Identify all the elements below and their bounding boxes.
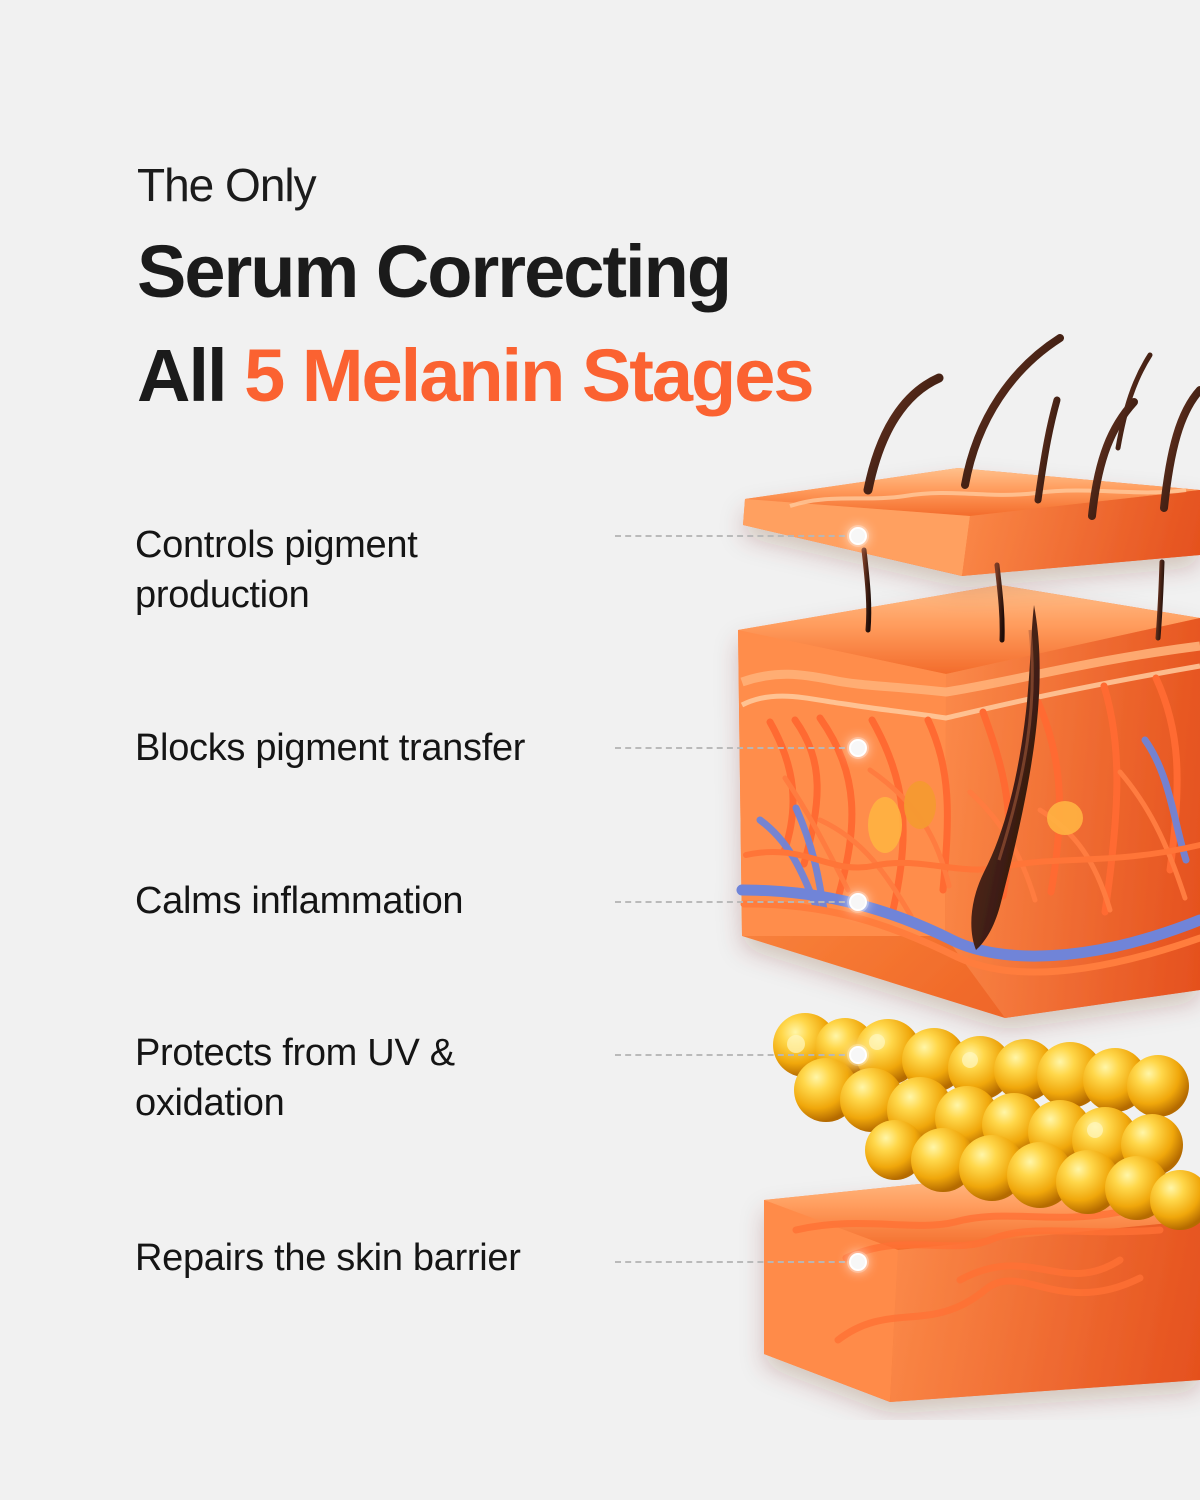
headline-line-1: Serum Correcting (137, 230, 732, 313)
callout-dot-icon (849, 1046, 867, 1064)
benefit-callout-2 (615, 738, 867, 758)
benefit-label-3: Calms inflammation (135, 880, 464, 922)
callout-dot-icon (849, 1253, 867, 1271)
benefit-callout-5 (615, 1252, 867, 1272)
benefit-callout-4 (615, 1045, 867, 1065)
callout-dashed-line (615, 535, 855, 537)
benefit-label-1: Controls pigment production (135, 524, 418, 616)
benefit-label-2: Blocks pigment transfer (135, 727, 526, 769)
headline-line-2-prefix: All (137, 334, 245, 417)
benefit-callout-1 (615, 526, 867, 546)
headline-line-2: All 5 Melanin Stages (137, 324, 897, 428)
benefit-label-4: Protects from UV & oxidation (135, 1032, 455, 1124)
callout-dashed-line (615, 901, 855, 903)
callout-dot-icon (849, 739, 867, 757)
callout-dot-icon (849, 893, 867, 911)
callout-dashed-line (615, 747, 855, 749)
headline-eyebrow: The Only (137, 159, 317, 211)
callout-dot-icon (849, 527, 867, 545)
benefit-callout-3 (615, 892, 867, 912)
callout-dashed-line (615, 1054, 855, 1056)
callout-dashed-line (615, 1261, 855, 1263)
benefit-label-5: Repairs the skin barrier (135, 1237, 521, 1279)
headline-line-2-accent: 5 Melanin Stages (244, 334, 814, 417)
headline: The Only Serum Correcting All 5 Melanin … (137, 150, 897, 428)
